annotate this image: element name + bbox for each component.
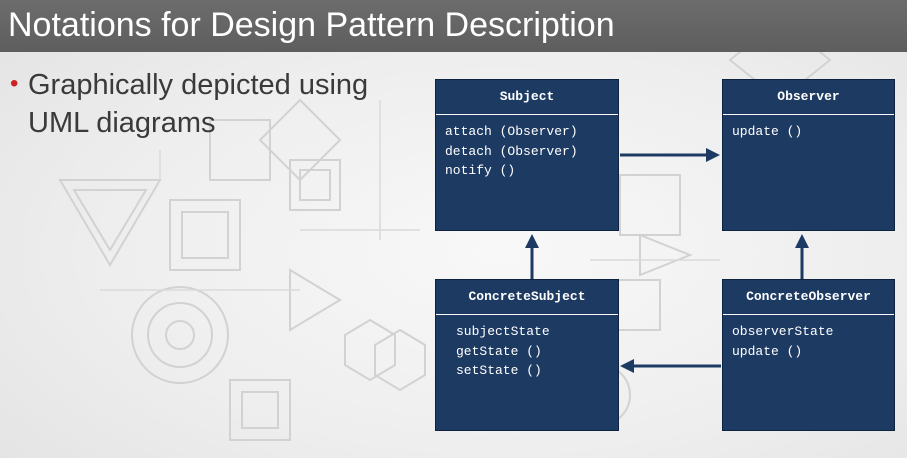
uml-class-observer: Observer update () bbox=[722, 79, 895, 231]
class-name: Subject bbox=[436, 80, 618, 115]
class-member: subjectState bbox=[456, 324, 550, 339]
class-member: setState () bbox=[456, 363, 542, 378]
class-members: attach (Observer) detach (Observer) noti… bbox=[436, 115, 618, 181]
class-member: getState () bbox=[456, 343, 542, 359]
class-member: attach (Observer) bbox=[445, 124, 578, 139]
class-members: subjectState getState () setState () bbox=[436, 315, 618, 381]
uml-class-concrete-observer: ConcreteObserver observerState update () bbox=[722, 279, 895, 431]
class-name: ConcreteObserver bbox=[723, 280, 894, 315]
uml-class-subject: Subject attach (Observer) detach (Observ… bbox=[435, 79, 619, 231]
bullet-marker: • bbox=[10, 70, 19, 97]
class-members: observerState update () bbox=[723, 315, 894, 361]
class-member: detach (Observer) bbox=[445, 143, 578, 159]
class-members: update () bbox=[723, 115, 894, 142]
class-member: observerState bbox=[732, 324, 834, 339]
slide-title: Notations for Design Pattern Description bbox=[8, 6, 615, 44]
uml-class-concrete-subject: ConcreteSubject subjectState getState ()… bbox=[435, 279, 619, 431]
title-bar: Notations for Design Pattern Description bbox=[0, 0, 907, 52]
class-member: update () bbox=[732, 343, 803, 359]
class-name: Observer bbox=[723, 80, 894, 115]
bullet-text: Graphically depicted using UML diagrams bbox=[28, 69, 369, 139]
class-member: update () bbox=[732, 124, 803, 139]
class-member: notify () bbox=[445, 163, 516, 178]
class-name: ConcreteSubject bbox=[436, 280, 618, 315]
